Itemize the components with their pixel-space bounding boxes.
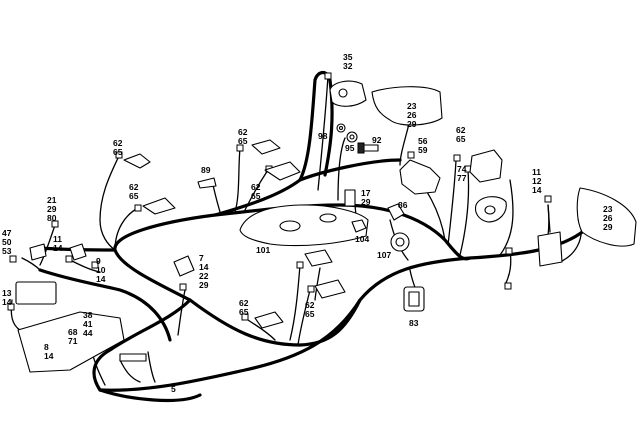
callout-62-65-c: 62 65 [456,125,468,144]
callout-74-77: 74 77 [457,164,469,183]
sensor-68-71 [119,353,147,362]
callout-62-65-b: 62 65 [238,127,250,146]
reservoir-right [537,231,563,267]
callout-101: 101 [256,245,270,255]
switch-62-65-a [123,153,151,169]
callout-7-14-22-29: 7 14 22 29 [199,253,211,290]
callout-62-65-a: 62 65 [113,138,125,157]
components [15,80,637,373]
rear-tray [17,311,125,373]
callout-104: 104 [355,234,369,244]
control-box-13-14 [15,281,57,305]
callout-107: 107 [377,250,391,260]
callout-62-65-d: 62 65 [251,182,263,201]
callout-98: 98 [318,131,328,141]
callout-95: 95 [345,143,355,153]
switch-62-65-f [314,279,346,299]
callout-23-26-29-right: 23 26 29 [603,204,615,232]
part-11-14-left [69,243,87,261]
switch-62-65-d [142,197,176,215]
switch-62-65-g [254,311,284,329]
relay-86 [387,203,405,221]
callout-17-29: 17 29 [361,188,373,207]
callout-8-14: 8 14 [44,342,54,361]
switch-block-right [469,149,503,183]
callout-68-71: 68 71 [68,327,80,346]
callout-35-32: 35 32 [343,52,355,71]
part-47-50-53 [29,243,47,261]
part-7-14-22-29 [173,255,195,277]
callout-5: 5 [171,384,176,394]
callout-62-65-e: 62 65 [129,182,141,201]
callout-83: 83 [409,318,419,328]
part-104 [351,219,367,233]
cover-panel-top [371,86,443,126]
console-pad-101 [239,204,369,247]
callout-21-29-80: 21 29 80 [47,195,59,223]
callout-86: 86 [398,200,408,210]
callout-11-12-14-right: 11 12 14 [532,167,544,195]
callout-62-65-g: 62 65 [305,300,317,319]
switch-unit-56-59 [399,159,441,195]
callout-92: 92 [372,135,382,145]
sensor-17-29 [344,189,356,207]
switch-62-65-b [251,139,281,155]
callout-47-50-53: 47 50 53 [2,228,14,256]
callout-89: 89 [201,165,211,175]
callout-13-14: 13 14 [2,288,14,307]
callout-11-14-left: 11 14 [53,234,64,253]
clip-89 [197,177,217,189]
callout-38-41-44: 38 41 44 [83,310,95,338]
lamp-unit-35-32 [329,80,367,107]
callout-62-65-f: 62 65 [239,298,251,317]
bolt-92 [363,144,379,152]
callout-56-59: 56 59 [418,136,430,155]
switch-62-65-c [264,161,301,181]
callout-9-10-14: 9 10 14 [96,256,108,284]
cover-panel-right [576,187,637,247]
switch-62-65-e [304,249,333,267]
callout-labels: 35 32 23 26 29 98 92 95 62 65 62 65 56 5… [2,52,615,394]
callout-23-26-29-top: 23 26 29 [407,101,419,129]
